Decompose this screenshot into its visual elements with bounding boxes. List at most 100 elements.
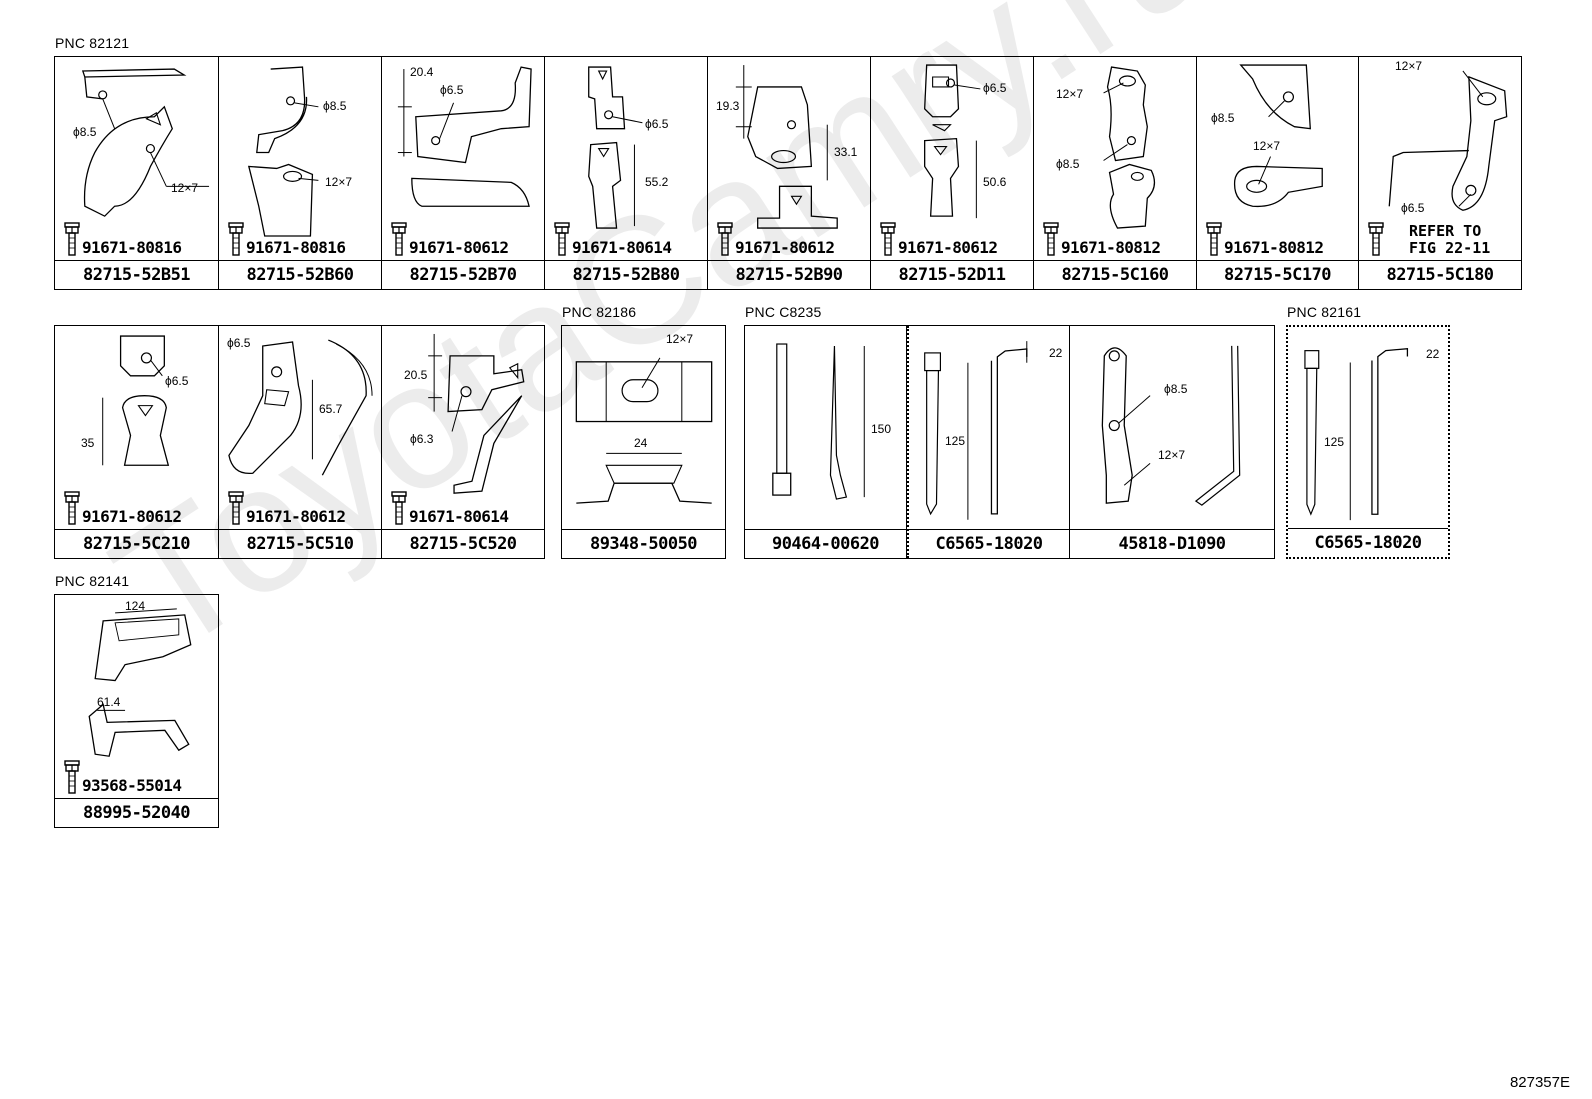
dim-label: 12×7 [666,332,694,346]
part-cell-82715-52B60[interactable]: ϕ8.5 12×7 91671-80816 82715-52B60 [219,57,382,289]
bolt-icon [390,491,408,525]
dim-label: ϕ8.5 [323,99,347,113]
dim-label: 12×7 [325,175,353,189]
dim-label: ϕ8.5 [1211,111,1235,125]
part-cell-89348-50050[interactable]: 12×7 24 89348-50050 [562,326,725,558]
group-pnc-82161: 22 125 C6565-18020 [1286,325,1450,559]
dim-label: 22 [1049,346,1063,360]
bolt-part-number: 91671-80612 [735,238,835,257]
part-number: 82715-5C170 [1197,260,1358,289]
bolt-part-number: 91671-80612 [246,507,346,526]
bracket-drawing [397,66,532,207]
part-cell-82715-5C180[interactable]: 12×7 ϕ6.5 REFER TO FIG 22-11 82715-5C180 [1359,57,1521,289]
dim-label: 61.4 [97,695,121,709]
dim-label: 124 [125,599,146,613]
dim-label: 12×7 [1158,448,1186,462]
part-cell-90464-00620[interactable]: 150 90464-00620 [745,326,907,558]
part-number: 82715-5C520 [382,529,544,558]
pnc-label-82121: PNC 82121 [55,35,130,51]
part-number: 82715-5C210 [55,529,218,558]
part-cell-45818-d1090[interactable]: ϕ8.5 12×7 45818-D1090 [1070,326,1274,558]
bracket-drawing [735,65,838,229]
bracket-drawing [81,68,210,217]
part-number: 89348-50050 [562,529,725,558]
part-number: 82715-52B90 [708,260,870,289]
refer-note: REFER TO FIG 22-11 [1409,223,1490,257]
bolt-callout: 91671-80612 [390,222,509,257]
dim-label: ϕ6.5 [227,336,251,350]
bracket-drawing [1103,66,1156,229]
bracket-drawing [1388,70,1508,211]
dim-label: ϕ8.5 [1056,157,1080,171]
bracket-drawing [228,339,373,476]
bolt-callout [1367,222,1385,256]
bolt-icon [879,222,897,256]
dim-label: ϕ8.5 [1164,382,1188,396]
refer-line: REFER TO [1409,222,1482,240]
dim-label: 33.1 [834,145,858,159]
group-pnc-82141: 124 61.4 93568-55014 88995-52040 [54,594,219,828]
dim-label: 125 [1324,435,1345,449]
dim-label: ϕ6.3 [410,432,434,446]
group-pnc-82121: ϕ8.5 12×7 91671-80816 82715-52B51 ϕ8.5 1… [54,56,1522,290]
part-number: 82715-52B51 [55,260,218,289]
cable-tie-drawing [924,341,1028,520]
bolt-callout: 91671-80816 [227,222,346,256]
dim-label: 19.3 [716,99,740,113]
part-cell-82715-52B90[interactable]: 19.3 33.1 91671-80612 82715-52B90 [708,57,871,289]
bracket-drawing [924,64,981,219]
bracket-drawing [247,66,319,237]
bolt-icon [1367,222,1385,256]
part-cell-82715-5C210[interactable]: ϕ6.5 35 91671-80612 82715-5C210 [55,326,219,558]
bolt-icon [63,760,81,794]
dim-label: 20.4 [410,65,434,79]
bolt-callout: 91671-80816 [63,222,182,256]
bolt-callout: 91671-80812 [1205,222,1324,256]
bolt-part-number: 91671-80612 [898,238,998,257]
bracket-drawing [1233,64,1323,208]
bracket-drawing [1101,345,1241,506]
part-cell-82715-5C170[interactable]: ϕ8.5 12×7 91671-80812 82715-5C170 [1197,57,1359,289]
bolt-icon [1042,222,1060,256]
part-number: 82715-52B80 [545,260,707,289]
dim-label: 65.7 [319,402,343,416]
part-number: C6565-18020 [1288,528,1448,557]
part-cell-82715-5C510[interactable]: ϕ6.5 65.7 91671-80612 82715-5C510 [219,326,382,558]
part-cell-82715-52D11[interactable]: ϕ6.5 50.6 91671-80612 82715-52D11 [871,57,1034,289]
cable-tie-drawing [1304,347,1409,521]
bolt-part-number: 91671-80614 [572,238,672,257]
part-cell-c6565-18020[interactable]: 22 125 C6565-18020 [907,326,1070,558]
dim-label: ϕ8.5 [73,125,97,139]
dim-label: 12×7 [1253,139,1281,153]
part-cell-82715-52B70[interactable]: 20.4 ϕ6.5 91671-80612 82715-52B70 [382,57,545,289]
dim-label: 125 [945,434,966,448]
dim-label: 35 [81,436,95,450]
bolt-part-number: 93568-55014 [82,776,182,795]
bolt-icon [63,222,81,256]
part-cell-82715-5C520[interactable]: 20.5 ϕ6.3 91671-80614 82715-5C520 [382,326,544,558]
part-cell-82715-52B51[interactable]: ϕ8.5 12×7 91671-80816 82715-52B51 [55,57,219,289]
part-cell-82715-52B80[interactable]: ϕ6.5 55.2 91671-80614 82715-52B80 [545,57,708,289]
dim-label: 22 [1426,347,1440,361]
bolt-part-number: 91671-80612 [409,238,509,257]
part-cell-c6565-18020[interactable]: 22 125 C6565-18020 [1288,327,1448,557]
part-number: 90464-00620 [745,529,906,558]
bracket-drawing [428,333,525,494]
bolt-icon [227,491,245,525]
part-cell-88995-52040[interactable]: 124 61.4 93568-55014 88995-52040 [55,595,218,827]
refer-line: FIG 22-11 [1409,239,1491,257]
cable-tie-drawing [772,343,865,500]
pnc-label-82161: PNC 82161 [1287,304,1362,320]
part-number: 82715-52D11 [871,260,1033,289]
dim-label: 12×7 [1395,59,1423,73]
pnc-label-82186: PNC 82186 [562,304,637,320]
part-number: 82715-52B70 [382,260,544,289]
bolt-callout: 91671-80612 [63,491,182,525]
bracket-drawing [588,66,643,229]
part-cell-82715-5C160[interactable]: 12×7 ϕ8.5 91671-80812 82715-5C160 [1034,57,1197,289]
pnc-label-c8235: PNC C8235 [745,304,822,320]
dim-label: ϕ6.5 [645,117,669,131]
bolt-callout: 91671-80612 [716,222,835,257]
bracket-drawing [102,335,170,466]
bolt-icon [63,491,81,525]
